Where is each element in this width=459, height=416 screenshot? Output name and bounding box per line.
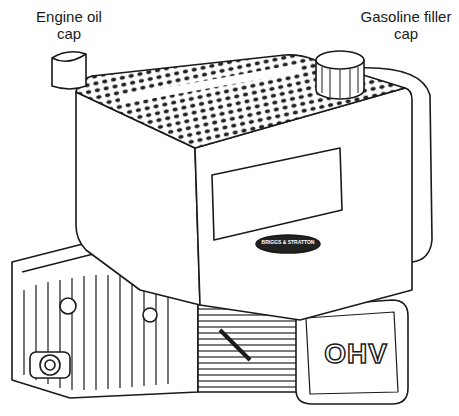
logo-text: BRIGGS & STRATTON	[258, 240, 318, 246]
part-label: Engine oil cap	[34, 8, 104, 43]
engine-marking: OHV	[312, 338, 400, 370]
part-label: Gasoline filler cap	[360, 8, 452, 43]
